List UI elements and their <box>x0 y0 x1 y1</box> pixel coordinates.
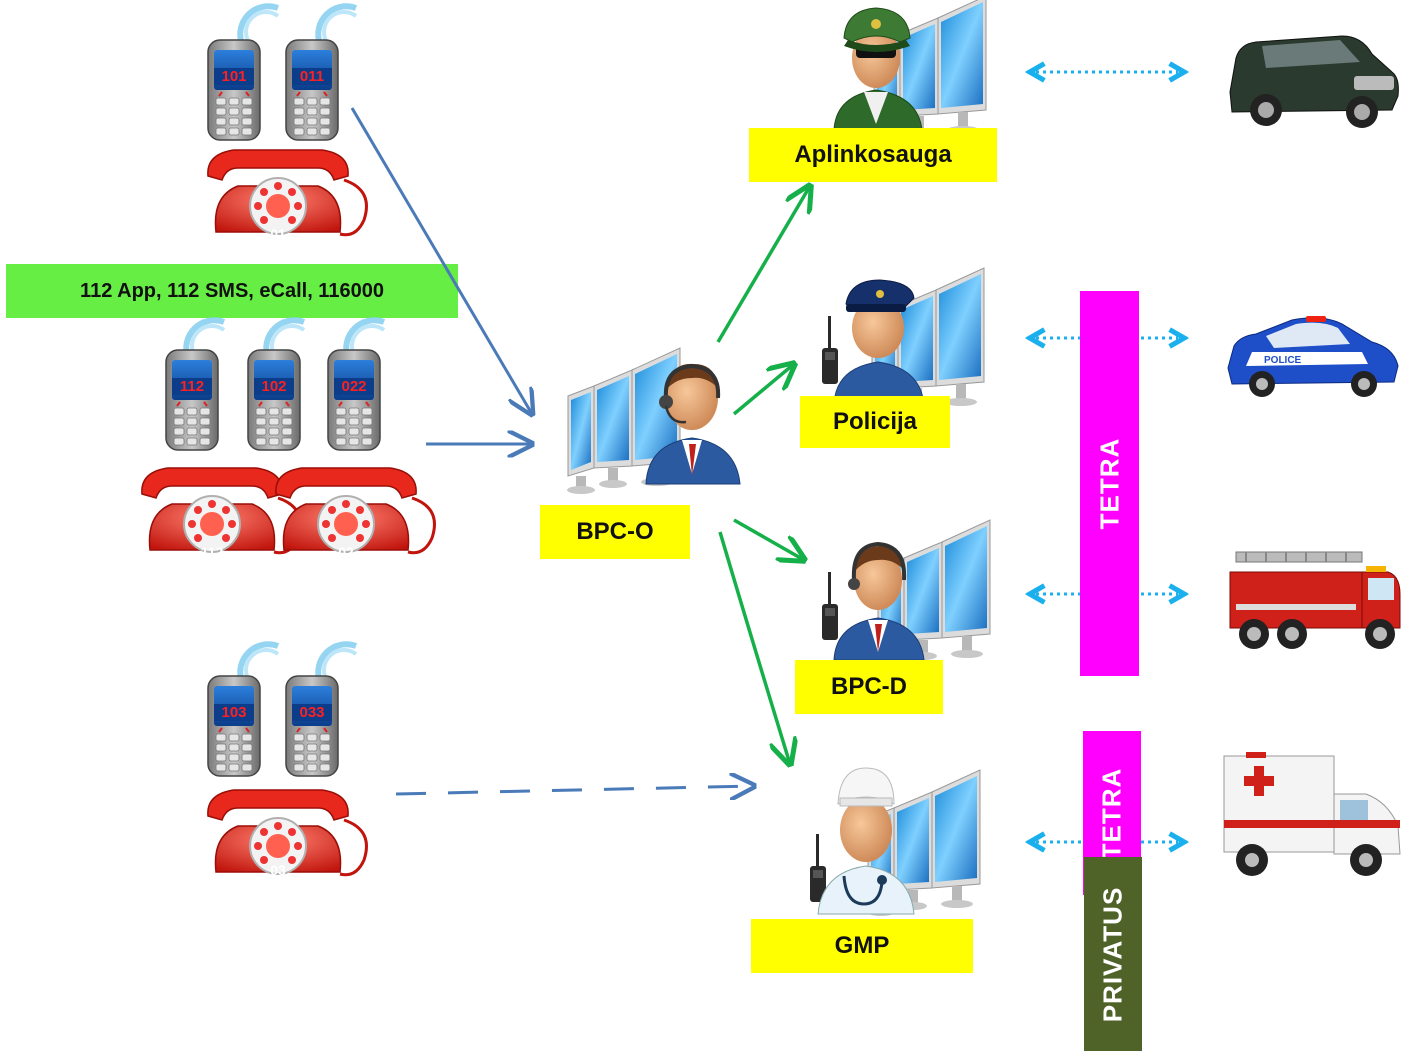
arrow-center-to-policija <box>732 364 794 416</box>
police-car-text: POLICE <box>1264 355 1302 366</box>
mobile-number: 112 <box>172 378 212 395</box>
mobile-number: 102 <box>254 378 294 395</box>
mobile-number: 011 <box>292 68 332 85</box>
ambulance-icon <box>1223 752 1401 876</box>
arrow-center-to-aplinkosauga <box>716 186 810 343</box>
police-car-icon: POLICE <box>1227 316 1399 397</box>
service-label-bpcd: BPC-D <box>795 660 943 714</box>
mobile-number: 033 <box>292 704 332 721</box>
landline-number: 02 <box>338 544 354 560</box>
ranger-icon <box>833 0 987 143</box>
channels-label: 112 App, 112 SMS, eCall, 116000 <box>6 264 458 318</box>
tetra-network-bar: TETRA <box>1080 291 1139 676</box>
fire-truck-icon <box>1229 551 1401 649</box>
arrow-center-to-bpcd <box>733 518 804 560</box>
privatus-network-bar: PRIVATUS <box>1084 857 1142 1051</box>
service-label-aplinkosauga: Aplinkosauga <box>749 128 997 182</box>
landline-number: 01 <box>270 226 286 242</box>
suv-icon <box>1229 35 1399 128</box>
service-label-gmp: GMP <box>751 919 973 973</box>
arrow-top-to-center <box>350 107 532 414</box>
service-label-policija: Policija <box>800 396 950 448</box>
police-officer-icon <box>822 267 985 415</box>
fire-dispatcher-icon <box>822 519 991 667</box>
source-group-top: 101 011 01 <box>200 0 380 250</box>
mobile-number: 103 <box>214 704 254 721</box>
source-group-middle: 112 102 022 112 02 <box>140 318 440 568</box>
medic-icon <box>810 767 981 917</box>
mobile-number: 022 <box>334 378 374 395</box>
arrow-bottom-to-gmp <box>395 786 754 794</box>
arrow-center-to-gmp <box>718 531 790 764</box>
operator-icon <box>566 347 741 495</box>
mobile-number: 101 <box>214 68 254 85</box>
landline-number: 03 <box>270 862 286 878</box>
source-group-bottom: 103 033 03 <box>200 640 380 890</box>
tetra-gmp-label: TETRA <box>1096 767 1127 859</box>
center-label: BPC-O <box>540 505 690 559</box>
landline-number: 112 <box>200 544 224 560</box>
privatus-label: PRIVATUS <box>1097 886 1128 1022</box>
tetra-label: TETRA <box>1094 437 1125 530</box>
